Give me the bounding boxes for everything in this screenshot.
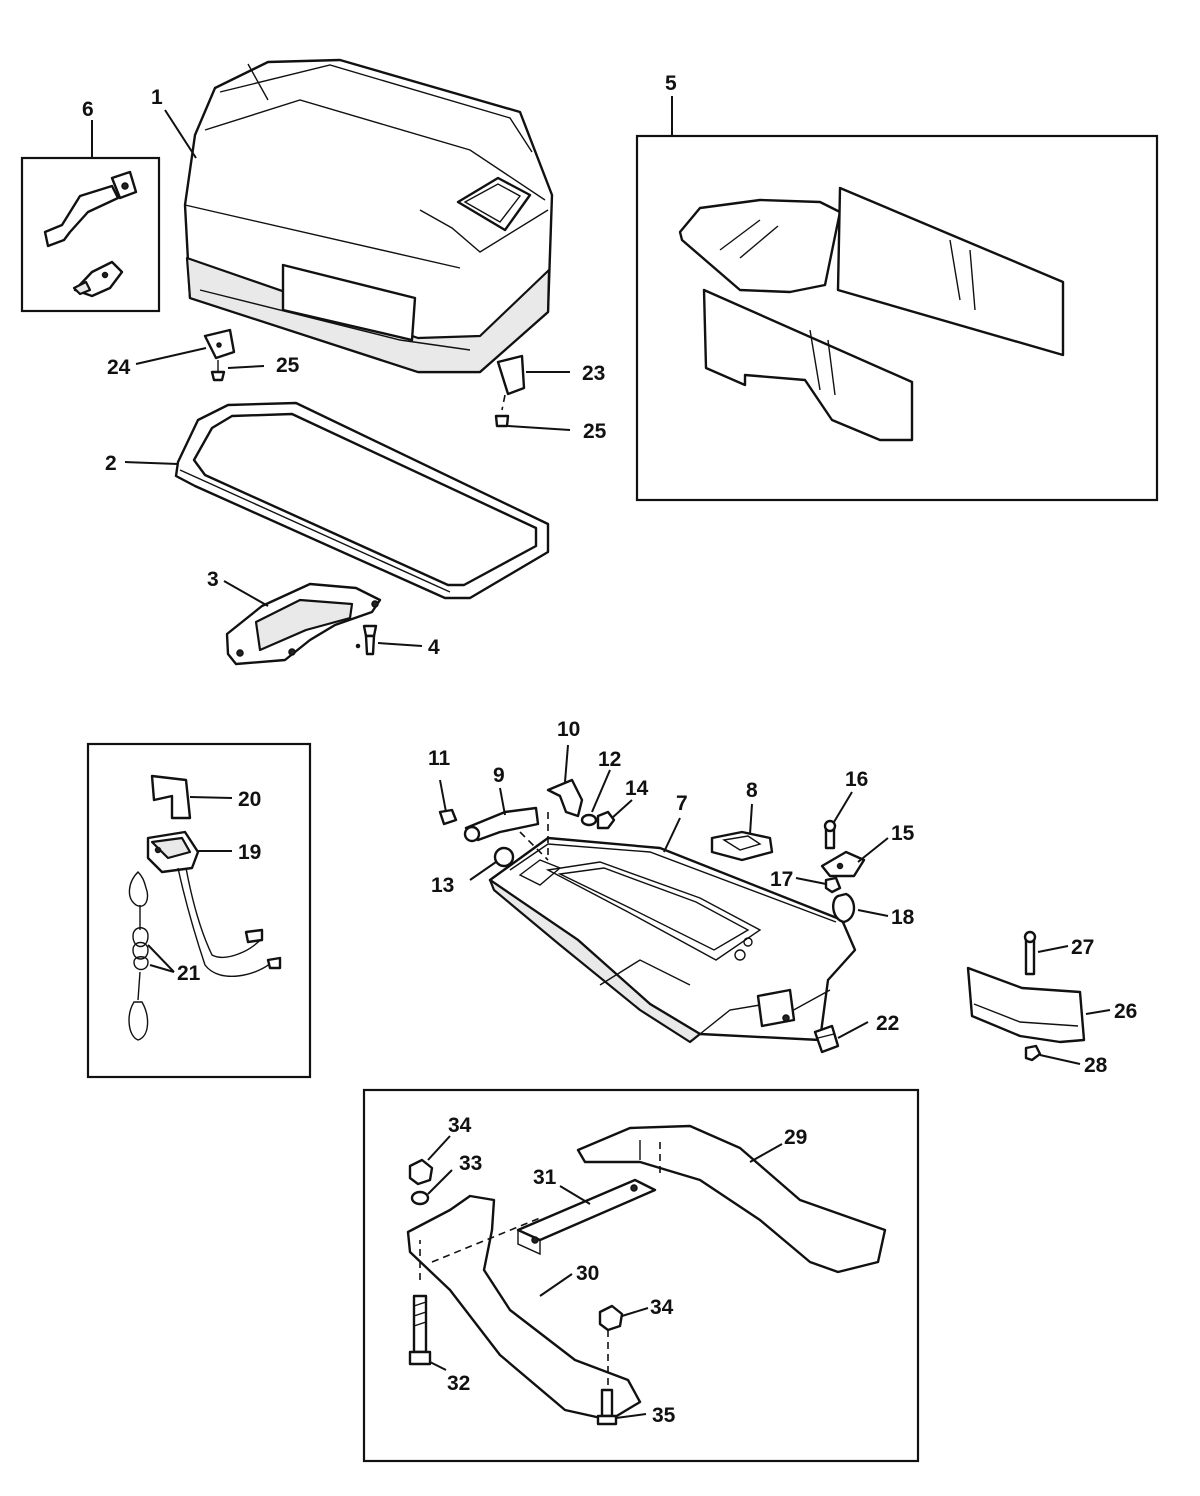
callout-8: 8 [746, 779, 758, 802]
callout-7: 7 [676, 792, 688, 815]
callout-13: 13 [431, 874, 454, 897]
callout-22: 22 [876, 1012, 899, 1035]
latch-assembly [20, 156, 161, 313]
callout-6: 6 [82, 98, 94, 121]
callout-25-upper: 25 [276, 354, 300, 377]
callout-28: 28 [1084, 1054, 1108, 1077]
callout-30: 30 [576, 1262, 599, 1285]
callout-18: 18 [891, 906, 915, 929]
decal-panel-set [635, 134, 1159, 502]
cowl-hardware [438, 778, 866, 924]
callout-17: 17 [770, 868, 793, 891]
callout-26: 26 [1114, 1000, 1137, 1023]
top-cowl [183, 58, 554, 374]
callout-12: 12 [598, 748, 621, 771]
callout-20: 20 [238, 788, 261, 811]
callout-27: 27 [1071, 936, 1094, 959]
callout-25-lower: 25 [583, 420, 607, 443]
callout-14: 14 [625, 777, 649, 800]
callout-21: 21 [177, 962, 201, 985]
callout-32: 32 [447, 1372, 470, 1395]
callout-33: 33 [459, 1152, 482, 1175]
cowl-seal [174, 401, 550, 600]
callout-29: 29 [784, 1126, 807, 1149]
rear-latch [966, 930, 1086, 1062]
cowl-brackets [203, 328, 526, 428]
callout-11: 11 [428, 747, 451, 770]
mount-bracket-kit [362, 1088, 920, 1463]
callout-15: 15 [891, 822, 915, 845]
callout-35: 35 [652, 1404, 676, 1427]
callout-24: 24 [107, 356, 131, 379]
callout-9: 9 [493, 764, 505, 787]
callout-23: 23 [582, 362, 605, 385]
callout-34-upper: 34 [448, 1114, 472, 1137]
callout-4: 4 [428, 636, 440, 659]
callout-19: 19 [238, 841, 261, 864]
leader-lines [91, 96, 1111, 1419]
callout-3: 3 [207, 568, 219, 591]
callout-10: 10 [557, 718, 580, 741]
callout-2: 2 [105, 452, 117, 475]
callout-1: 1 [151, 86, 163, 109]
stop-switch-lanyard [86, 742, 312, 1079]
latch-bracket [225, 582, 382, 666]
callout-labels: 1 24 25 6 5 23 25 2 3 4 20 19 21 11 9 10… [82, 72, 1137, 1427]
bottom-cowl [488, 812, 857, 1044]
callout-5: 5 [665, 72, 677, 95]
callout-34-lower: 34 [650, 1296, 674, 1319]
drain-plug [813, 1024, 840, 1054]
callout-16: 16 [845, 768, 868, 791]
callout-31: 31 [533, 1166, 557, 1189]
